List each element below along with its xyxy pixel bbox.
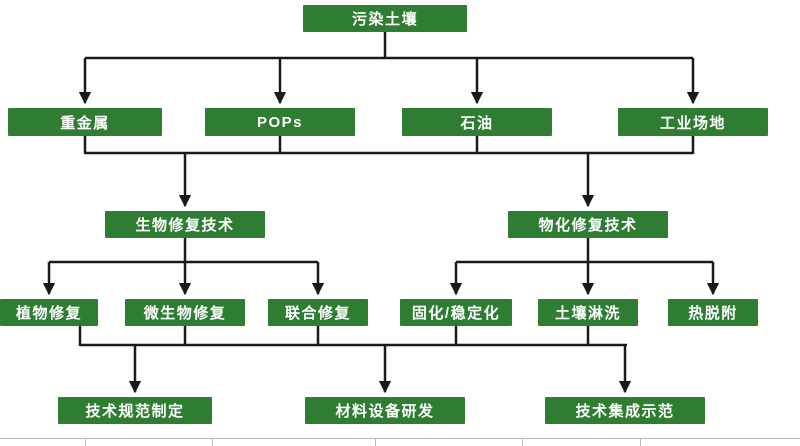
node-thermal-desorption: 热脱附 [668, 299, 758, 326]
partial-table-edge [0, 438, 800, 446]
node-petroleum: 石油 [402, 108, 552, 136]
node-phytoremediation: 植物修复 [0, 299, 98, 326]
node-technical-specifications: 技术规范制定 [58, 397, 212, 424]
node-combined-remediation: 联合修复 [268, 299, 368, 326]
node-physicochemical: 物化修复技术 [508, 211, 668, 238]
node-soil-washing: 土壤淋洗 [538, 299, 638, 326]
node-solidification-stabilization: 固化/稳定化 [400, 299, 512, 326]
node-industrial-sites: 工业场地 [618, 108, 768, 136]
node-contaminated-soil: 污染土壤 [303, 5, 467, 32]
node-technology-integration-demo: 技术集成示范 [545, 397, 705, 424]
node-heavy-metals: 重金属 [8, 108, 162, 136]
node-bioremediation: 生物修复技术 [105, 211, 265, 238]
node-materials-equipment-rd: 材料设备研发 [305, 397, 465, 424]
node-microbial-remediation: 微生物修复 [125, 299, 245, 326]
node-pops: POPs [205, 108, 355, 136]
